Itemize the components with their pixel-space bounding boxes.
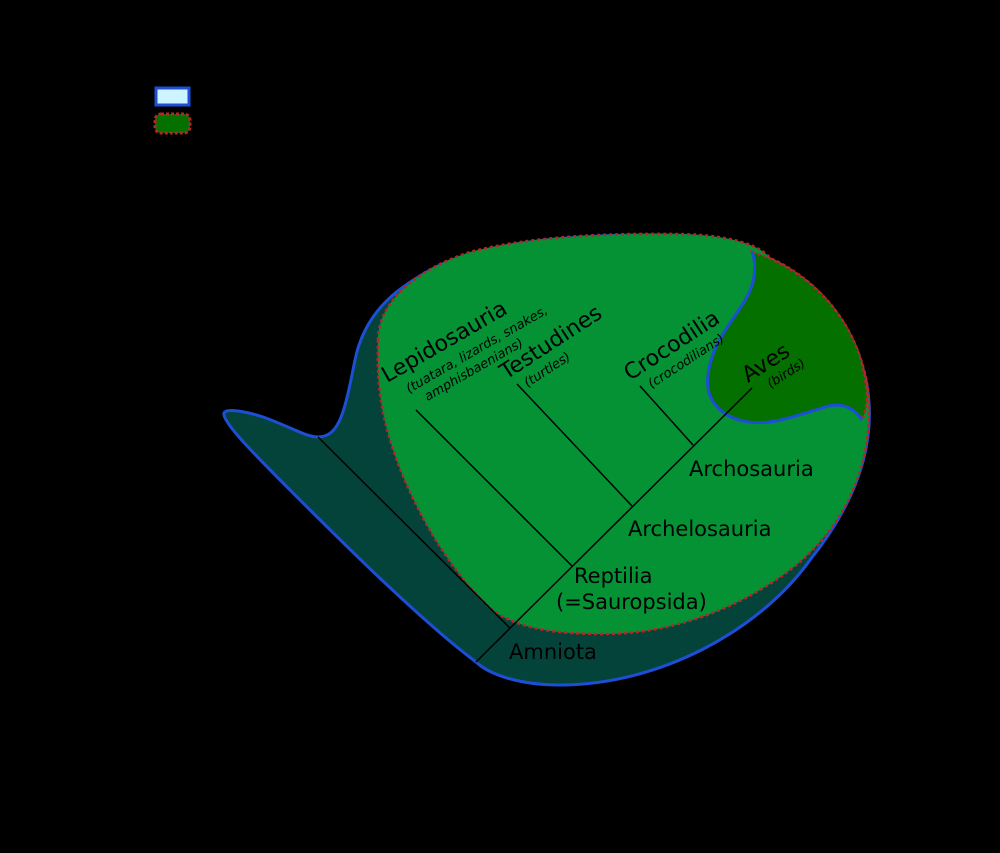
aves-inner-boundary	[706, 251, 864, 425]
node-label-archosauria: Archosauria	[689, 457, 814, 481]
node-label-reptilia: Reptilia	[574, 564, 653, 588]
node-label-archelosauria: Archelosauria	[628, 517, 771, 541]
node-label-amniota: Amniota	[509, 640, 597, 664]
node-label-sauropsida: (=Sauropsida)	[556, 590, 707, 614]
cladogram-branches	[317, 383, 753, 663]
legend	[153, 86, 192, 135]
branch-crocodilia	[639, 385, 694, 446]
legend-swatch-paraphyletic-group	[154, 86, 191, 107]
branch-amniota-stem	[317, 436, 511, 629]
branch-main-trunk	[475, 387, 753, 663]
legend-swatch-monophyletic-group	[153, 112, 192, 135]
branch-lepidosauria	[415, 409, 573, 567]
branch-testudines	[516, 383, 633, 507]
